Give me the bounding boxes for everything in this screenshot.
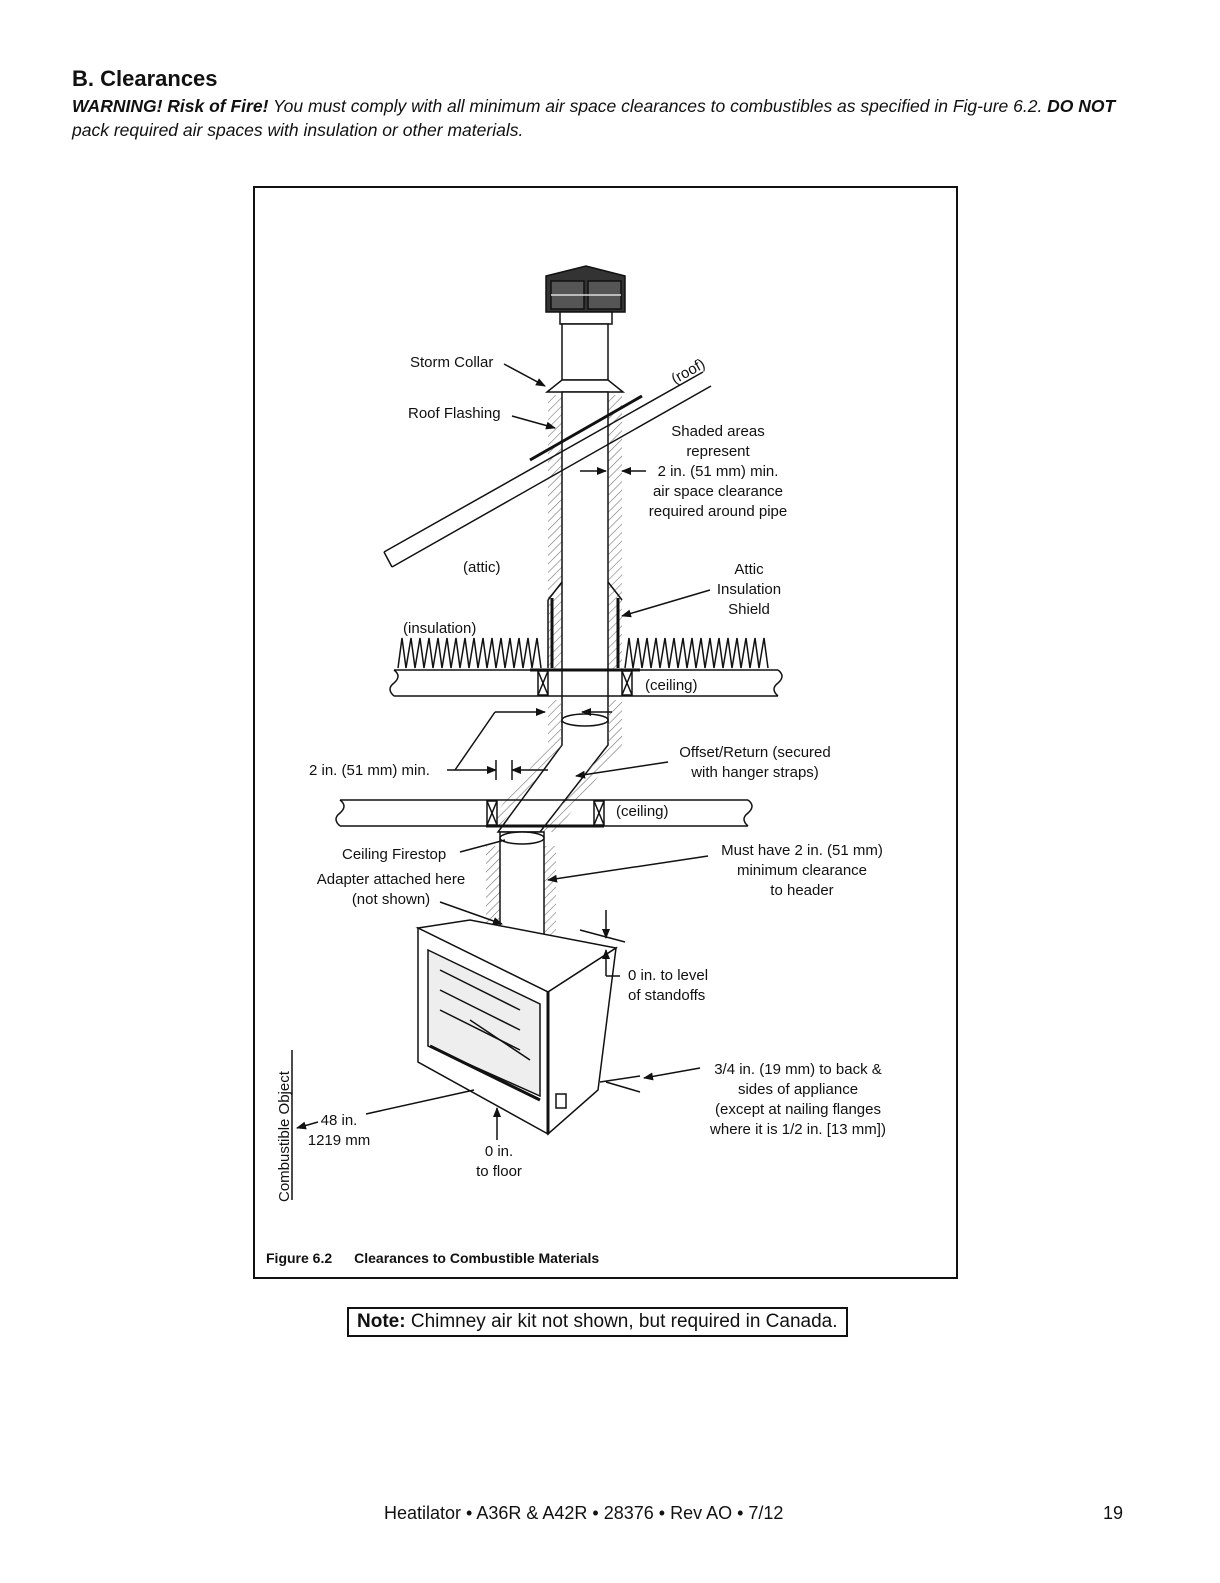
clearance-zone-right <box>608 395 622 670</box>
chimney-pipe-top <box>561 323 609 381</box>
label-combustible-object: Combustible Object <box>276 1071 293 1202</box>
label-back-sides: 3/4 in. (19 mm) to back & sides of appli… <box>698 1060 898 1140</box>
warning-text-2: pack required air spaces with insulation… <box>72 120 524 140</box>
figure-caption: Figure 6.2 Clearances to Combustible Mate… <box>266 1250 621 1266</box>
ceiling-upper <box>389 668 783 697</box>
offset-line-1: Offset/Return (secured <box>679 744 831 761</box>
label-shaded-areas: Shaded areas represent 2 in. (51 mm) min… <box>638 422 798 522</box>
front-line-2: 1219 mm <box>307 1132 371 1149</box>
warning-do-not: DO NOT <box>1047 96 1116 116</box>
shield-line-3: Shield <box>728 601 770 618</box>
roof <box>383 371 712 568</box>
figure-title: Clearances to Combustible Materials <box>354 1250 600 1266</box>
chimney-cap <box>545 265 626 325</box>
shield-line-1: Attic <box>734 561 764 578</box>
label-standoffs: 0 in. to level of standoffs <box>628 966 708 1006</box>
attic-insulation-shield <box>547 581 623 668</box>
footer-text: Heatilator • A36R & A42R • 28376 • Rev A… <box>384 1503 784 1523</box>
adapter-line-1: Adapter attached here <box>316 871 466 888</box>
shaded-line-3: 2 in. (51 mm) min. <box>657 463 779 480</box>
header-line-2: minimum clearance <box>736 862 868 879</box>
label-ceiling-firestop: Ceiling Firestop <box>342 846 447 863</box>
clearance-zone-left <box>548 395 562 670</box>
floor-line-2: to floor <box>476 1163 522 1180</box>
storm-collar <box>544 379 626 393</box>
label-ceiling-upper: (ceiling) <box>645 677 698 694</box>
standoffs-line-1: 0 in. to level <box>628 967 709 984</box>
note-box: Note: Chimney air kit not shown, but req… <box>347 1307 848 1337</box>
label-floor-clearance: 0 in. to floor <box>466 1142 532 1182</box>
label-adapter: Adapter attached here (not shown) <box>306 870 476 910</box>
warning-text-1: You must comply with all minimum air spa… <box>268 96 1048 116</box>
label-roof-flashing: Roof Flashing <box>408 405 501 422</box>
label-ceiling-lower: (ceiling) <box>616 803 669 820</box>
label-front-clearance: 48 in. 1219 mm <box>302 1111 376 1151</box>
note-label: Note: <box>357 1311 406 1332</box>
figure-number: Figure 6.2 <box>266 1250 333 1266</box>
back-line-1: 3/4 in. (19 mm) to back & <box>714 1061 882 1078</box>
offset-line-2: with hanger straps) <box>691 764 819 781</box>
warning-paragraph: WARNING! Risk of Fire! You must comply w… <box>72 94 1132 142</box>
label-attic: (attic) <box>463 559 501 576</box>
back-line-4: where it is 1/2 in. [13 mm]) <box>710 1121 886 1138</box>
label-storm-collar: Storm Collar <box>410 354 494 371</box>
section-heading: B. Clearances <box>72 66 218 91</box>
note-text: Chimney air kit not shown, but required … <box>405 1311 838 1332</box>
back-line-2: sides of appliance <box>737 1081 859 1098</box>
label-header-clearance: Must have 2 in. (51 mm) minimum clearanc… <box>708 841 896 901</box>
insulation-right <box>624 637 769 669</box>
warning-lead: WARNING! Risk of Fire! <box>72 96 269 116</box>
front-line-1: 48 in. <box>320 1112 358 1129</box>
back-line-3: (except at nailing flanges <box>715 1101 881 1118</box>
insulation-left <box>397 637 542 669</box>
page-number: 19 <box>1103 1503 1124 1523</box>
floor-line-1: 0 in. <box>484 1143 514 1160</box>
label-insulation: (insulation) <box>403 620 477 637</box>
figure-frame <box>253 186 958 1279</box>
shield-line-2: Insulation <box>716 581 782 598</box>
header-line-1: Must have 2 in. (51 mm) <box>721 842 883 859</box>
leader-lines <box>291 363 711 1200</box>
shaded-line-4: air space clearance <box>652 483 784 500</box>
chimney-pipe <box>561 391 609 723</box>
label-attic-shield: Attic Insulation Shield <box>706 560 792 620</box>
shaded-line-1: Shaded areas <box>671 423 765 440</box>
fireplace-unit <box>415 919 618 1136</box>
header-line-3: to header <box>770 882 834 899</box>
label-2in-min: 2 in. (51 mm) min. <box>309 762 430 779</box>
label-offset-return: Offset/Return (secured with hanger strap… <box>668 743 842 783</box>
standoffs-line-2: of standoffs <box>628 987 706 1004</box>
ceiling-lower <box>335 799 753 828</box>
shaded-line-5: required around pipe <box>648 503 788 520</box>
adapter-line-2: (not shown) <box>351 891 431 908</box>
shaded-line-2: represent <box>686 443 750 460</box>
